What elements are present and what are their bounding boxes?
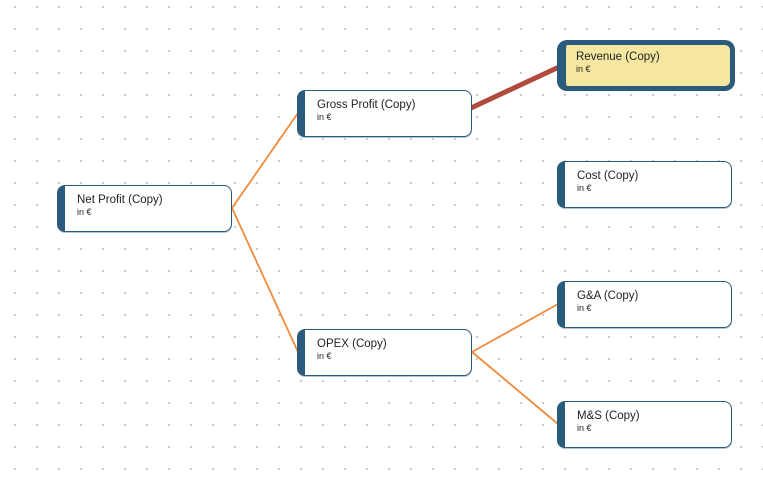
node-subtitle: in € [577,423,592,433]
edge-opex-ms[interactable] [471,351,559,425]
node-net-profit[interactable]: Net Profit (Copy) in € [57,185,232,232]
edge-grossprofit-revenue-highlighted[interactable] [469,64,561,111]
node-opex[interactable]: OPEX (Copy) in € [297,329,472,376]
edge-netprofit-opex[interactable] [231,207,299,353]
node-subtitle: in € [577,183,592,193]
edge-opex-ga[interactable] [471,303,559,353]
node-title: Cost (Copy) [577,170,639,182]
node-ms[interactable]: M&S (Copy) in € [557,401,732,448]
node-subtitle: in € [577,303,592,313]
node-title: G&A (Copy) [577,290,639,302]
node-title: M&S (Copy) [577,410,640,422]
node-subtitle: in € [317,351,332,361]
node-ga[interactable]: G&A (Copy) in € [557,281,732,328]
node-gross-profit[interactable]: Gross Profit (Copy) in € [297,90,472,137]
node-title: OPEX (Copy) [317,338,387,350]
node-subtitle: in € [576,64,591,74]
node-subtitle: in € [77,207,92,217]
node-title: Net Profit (Copy) [77,194,163,206]
edge-netprofit-grossprofit[interactable] [231,112,299,209]
node-title: Revenue (Copy) [576,51,660,63]
node-subtitle: in € [317,112,332,122]
node-revenue-selected[interactable]: Revenue (Copy) in € [557,40,735,91]
node-title: Gross Profit (Copy) [317,99,416,111]
node-cost[interactable]: Cost (Copy) in € [557,161,732,208]
